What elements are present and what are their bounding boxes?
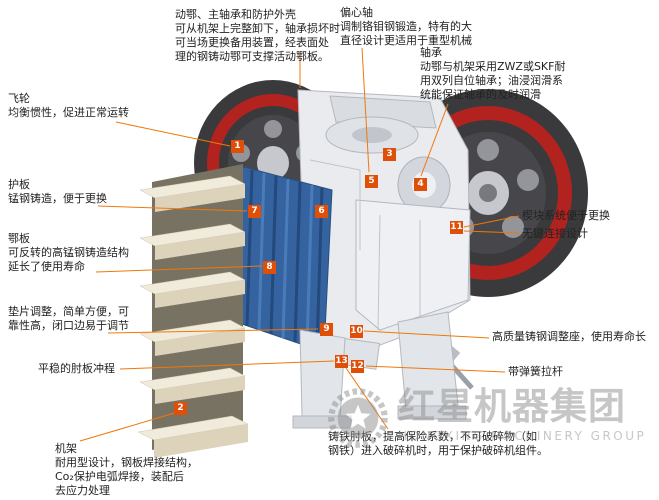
feeder-steps-graphic xyxy=(137,164,249,458)
label-jaw-plate-line: 延长了使用寿命 xyxy=(8,260,85,273)
label-movable-jaw-line: 可当场更换备用装置，经表面处 xyxy=(175,36,329,49)
label-spring-rod-line: 带弹簧拉杆 xyxy=(508,365,563,378)
label-movable-jaw: 动鄂、主轴承和防护外壳 可从机架上完整卸下，轴承损坏时 可当场更换备用装置，经表… xyxy=(175,8,340,64)
label-movable-jaw-line: 动鄂、主轴承和防护外壳 xyxy=(175,8,296,21)
callout-9: 9 xyxy=(320,323,333,336)
label-keyless-connection: 无键连接设计 xyxy=(522,227,588,241)
label-jaw-plate-line: 可反转的高锰钢铸造结构 xyxy=(8,246,129,259)
label-bearing-line: 轴承 xyxy=(420,46,442,59)
callout-1: 1 xyxy=(231,140,244,153)
label-flywheel-line: 飞轮 xyxy=(8,92,30,105)
label-eccentric-shaft-line: 偏心轴 xyxy=(340,6,373,19)
callout-10: 10 xyxy=(350,325,363,338)
callout-3: 3 xyxy=(383,148,396,161)
watermark: 红星机器集团 HONGXING MACHINERY GROUP xyxy=(326,386,646,450)
label-guard-plate-line: 护板 xyxy=(8,178,30,191)
label-bearing-line: 用双列自位轴承；油浸润滑系 xyxy=(420,74,563,87)
label-toggle-stroke: 平稳的肘板冲程 xyxy=(38,362,115,376)
callout-5: 5 xyxy=(365,175,378,188)
callout-6: 6 xyxy=(315,205,328,218)
callout-4: 4 xyxy=(414,178,427,191)
label-wedge-system: 楔块系统便于更换 xyxy=(522,209,610,223)
label-movable-jaw-line: 可从机架上完整卸下，轴承损坏时 xyxy=(175,22,340,35)
label-toggle-plate-line: 铸铁肘板，提高保险系数，不可破碎物（如 xyxy=(328,430,537,443)
label-bearing-line: 统能保证轴承的及时润滑 xyxy=(420,88,541,101)
label-frame-line: 去应力处理 xyxy=(55,484,110,497)
label-frame-line: 机架 xyxy=(55,442,77,455)
callout-2: 2 xyxy=(174,402,187,415)
label-eccentric-shaft-line: 直径设计更适用于重型机械 xyxy=(340,34,472,47)
label-bearing: 轴承 动鄂与机架采用ZWZ或SKF耐 用双列自位轴承；油浸润滑系 统能保证轴承的… xyxy=(420,46,565,102)
label-eccentric-shaft: 偏心轴 调制铬钼钢锻造，特有的大 直径设计更适用于重型机械 xyxy=(340,6,472,48)
label-toggle-stroke-line: 平稳的肘板冲程 xyxy=(38,362,115,375)
callout-11: 11 xyxy=(450,221,463,234)
watermark-chinese: 红星机器集团 xyxy=(398,385,626,428)
label-spring-rod: 带弹簧拉杆 xyxy=(508,365,563,379)
label-wedge-system-line: 楔块系统便于更换 xyxy=(522,209,610,222)
label-movable-jaw-line: 理的钢铸动鄂可支撑活动鄂板。 xyxy=(175,50,329,63)
watermark-text: 红星机器集团 HONGXING MACHINERY GROUP xyxy=(398,385,647,444)
label-frame-line: Co₂保护电弧焊接，装配后 xyxy=(55,470,184,483)
gear-logo-icon xyxy=(328,388,388,448)
jaw-graphic xyxy=(235,165,333,353)
label-frame-line: 耐用型设计，钢板焊接结构， xyxy=(55,456,198,469)
watermark-english: HONGXING MACHINERY GROUP xyxy=(398,429,647,443)
label-frame: 机架 耐用型设计，钢板焊接结构， Co₂保护电弧焊接，装配后 去应力处理 xyxy=(55,442,198,498)
label-shim-adjustment: 垫片调整，简单方便，可 靠性高，闭口边易于调节 xyxy=(8,305,129,333)
label-guard-plate-line: 锰钢铸造，便于更换 xyxy=(8,192,107,205)
label-adjustment-seat: 高质量铸钢调整座，使用寿命长 xyxy=(492,330,646,344)
leader-lines xyxy=(79,47,520,442)
label-eccentric-shaft-line: 调制铬钼钢锻造，特有的大 xyxy=(340,20,472,33)
label-shim-adjustment-line: 垫片调整，简单方便，可 xyxy=(8,305,129,318)
label-jaw-plate-line: 鄂板 xyxy=(8,232,30,245)
label-toggle-plate-line: 钢铁）进入破碎机时，用于保护破碎机组件。 xyxy=(328,444,548,457)
callout-13: 13 xyxy=(335,355,348,368)
label-guard-plate: 护板 锰钢铸造，便于更换 xyxy=(8,178,107,206)
label-adjustment-seat-line: 高质量铸钢调整座，使用寿命长 xyxy=(492,330,646,343)
label-bearing-line: 动鄂与机架采用ZWZ或SKF耐 xyxy=(420,60,566,73)
label-keyless-connection-line: 无键连接设计 xyxy=(522,227,588,240)
label-toggle-plate: 铸铁肘板，提高保险系数，不可破碎物（如 钢铁）进入破碎机时，用于保护破碎机组件。 xyxy=(328,430,548,458)
label-flywheel: 飞轮 均衡惯性，促进正常运转 xyxy=(8,92,129,120)
label-jaw-plate: 鄂板 可反转的高锰钢铸造结构 延长了使用寿命 xyxy=(8,232,129,274)
label-flywheel-line: 均衡惯性，促进正常运转 xyxy=(8,106,129,119)
callout-12: 12 xyxy=(351,360,364,373)
base-hardware-graphic xyxy=(292,311,474,429)
callout-8: 8 xyxy=(263,261,276,274)
label-shim-adjustment-line: 靠性高，闭口边易于调节 xyxy=(8,319,129,332)
callout-7: 7 xyxy=(248,205,261,218)
